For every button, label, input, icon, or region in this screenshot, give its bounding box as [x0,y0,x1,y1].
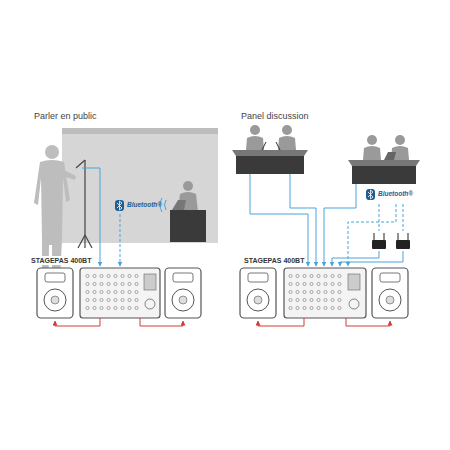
wireless-receiver [372,233,410,249]
section-title: Panel discussion [240,112,310,122]
bluetooth-icon [366,189,375,200]
panel-desk [232,125,308,174]
mixer-body [80,268,160,318]
bluetooth-link [120,214,121,266]
speaker-cable [258,318,390,326]
bluetooth-icon [115,200,124,211]
panel-desk [348,135,420,184]
section-title: Parler en public [33,112,98,122]
projection-screen [62,128,218,243]
mixer-body [284,268,366,318]
model-name: STAGEPAS 400BT [30,256,92,265]
wireless-link [332,204,403,266]
bluetooth-label: Bluetooth® [377,190,414,197]
speaker-person [34,145,76,318]
laptop-desk [170,181,206,242]
mixer-unit: STAGEPAS 400BT [80,268,160,318]
mic-cable [250,174,356,266]
mixer-unit: STAGEPAS 400BT [284,268,366,318]
speaker-cabinet [165,268,201,318]
speaker-cabinet [240,268,276,318]
speaker-cable [55,318,183,326]
mic-stand [76,160,92,248]
speaker-cabinet [37,268,73,318]
screen-bar [62,128,218,134]
bluetooth-label: Bluetooth® [126,201,163,208]
speaker-cabinet [372,268,408,318]
mic-cable [82,168,100,266]
model-name: STAGEPAS 400BT [243,256,305,265]
